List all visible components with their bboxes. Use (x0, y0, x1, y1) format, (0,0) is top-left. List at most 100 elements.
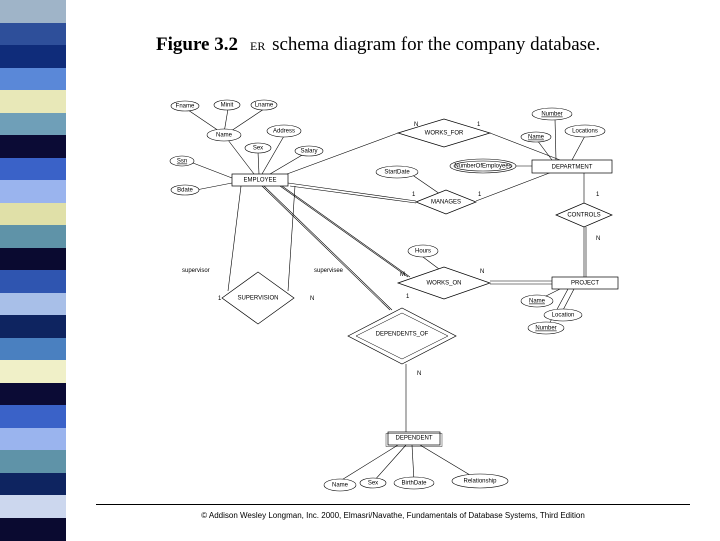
relationship-dependents-of (347, 307, 457, 365)
label-relationship-dependents-of: DEPENDENTS_OF (376, 332, 429, 338)
label-name-dependent: Name (332, 483, 349, 489)
cardinality-dependents-of-n: N (417, 371, 421, 377)
attribute-lname (250, 99, 278, 111)
entity-employee (231, 173, 289, 187)
label-relationship-manages: MANAGES (431, 200, 461, 206)
label-entity-department: DEPARTMENT (552, 165, 593, 171)
stripe-block (0, 90, 66, 113)
footer-rule (96, 504, 690, 505)
label-salary: Salary (300, 149, 317, 155)
label-location-project: Location (552, 313, 575, 319)
attribute-sex (244, 142, 272, 154)
label-role-supervisor: supervisor (182, 268, 210, 274)
attribute-locations (564, 124, 606, 138)
stripe-block (0, 315, 66, 338)
stripe-block (0, 0, 66, 23)
label-entity-dependent: DEPENDENT (395, 436, 432, 442)
stripe-block (0, 517, 66, 541)
label-relationship-controls: CONTROLS (567, 213, 600, 219)
relationship-controls (555, 202, 613, 228)
attribute-bdate (170, 184, 200, 196)
cardinality-works-for-n: N (414, 122, 418, 128)
relationship-supervision (221, 271, 295, 325)
decorative-color-stripe (0, 0, 66, 541)
attribute-name-project (520, 294, 554, 308)
stripe-block (0, 472, 66, 496)
label-locations: Locations (572, 129, 598, 135)
stripe-block (0, 427, 66, 451)
label-number-department: Number (541, 112, 562, 118)
cardinality-dependents-of-1: 1 (406, 294, 410, 300)
attribute-salary (294, 145, 324, 157)
entity-project (551, 276, 619, 290)
stripe-block (0, 405, 66, 428)
label-bdate: Bdate (177, 188, 193, 194)
figure-label: Figure 3.2 (156, 34, 238, 55)
cardinality-works-on-m: M (400, 272, 405, 278)
stripe-block (0, 270, 66, 293)
stripe-block (0, 157, 66, 181)
cardinality-supervision-1: 1 (218, 296, 222, 302)
label-fname: Fname (176, 104, 195, 110)
attribute-minit (213, 99, 241, 111)
copyright-credit: © Addison Wesley Longman, Inc. 2000, Elm… (201, 511, 585, 520)
stripe-block (0, 67, 66, 91)
cardinality-controls-1: 1 (596, 192, 600, 198)
cardinality-works-for-1: 1 (477, 122, 481, 128)
label-hours: Hours (415, 249, 431, 255)
attribute-birthdate (393, 476, 435, 490)
label-relationship-supervision: SUPERVISION (238, 296, 279, 302)
label-address: Address (273, 129, 295, 135)
attribute-number-project (527, 321, 565, 335)
stripe-block (0, 337, 66, 361)
label-minit: Minit (221, 103, 234, 109)
label-startdate: StartDate (384, 170, 410, 176)
attribute-name-dependent (323, 478, 357, 492)
stripe-block (0, 247, 66, 271)
attribute-number-department (531, 107, 573, 121)
attribute-location-project (543, 308, 583, 322)
stripe-block (0, 135, 66, 158)
label-sex: Sex (253, 146, 263, 152)
cardinality-manages-1-emp: 1 (412, 192, 416, 198)
stripe-block (0, 112, 66, 136)
cardinality-controls-n: N (596, 236, 600, 242)
label-name-department: Name (528, 135, 545, 141)
figure-er-label: ER (249, 39, 266, 53)
label-lname: Lname (255, 103, 274, 109)
stripe-block (0, 450, 66, 473)
entity-dependent (387, 431, 441, 446)
label-birthdate: BirthDate (401, 481, 427, 487)
label-entity-employee: EMPLOYEE (243, 178, 276, 184)
label-entity-project: PROJECT (571, 281, 599, 287)
attribute-startdate (375, 165, 419, 179)
stripe-block (0, 45, 66, 68)
figure-caption: schema diagram for the company database. (272, 34, 601, 55)
label-name-employee: Name (216, 133, 233, 139)
label-role-supervisee: supervisee (314, 268, 344, 274)
label-sex-dependent: Sex (368, 481, 378, 487)
attribute-address (266, 124, 302, 138)
attribute-sex-dependent (359, 477, 387, 489)
cardinality-works-on-n: N (480, 269, 484, 275)
identifying-relationship-inner-border (355, 312, 449, 360)
attribute-ssn (169, 155, 195, 167)
stripe-block (0, 495, 66, 518)
connector-lines (187, 108, 587, 483)
stripe-block (0, 22, 66, 46)
derived-attribute-inner-ring (453, 160, 513, 172)
label-name-project: Name (529, 299, 546, 305)
stripe-block (0, 180, 66, 203)
stripe-block (0, 202, 66, 226)
stripe-block (0, 292, 66, 316)
relationship-manages (415, 189, 477, 215)
attribute-fname (170, 100, 200, 112)
entity-department (531, 159, 613, 174)
attribute-name-department (520, 131, 552, 143)
label-relationship-works-on: WORKS_ON (426, 281, 461, 287)
label-ssn: Ssn (177, 159, 187, 165)
attribute-hours (407, 244, 439, 258)
weak-entity-outer-border (385, 433, 443, 447)
stripe-block (0, 360, 66, 383)
